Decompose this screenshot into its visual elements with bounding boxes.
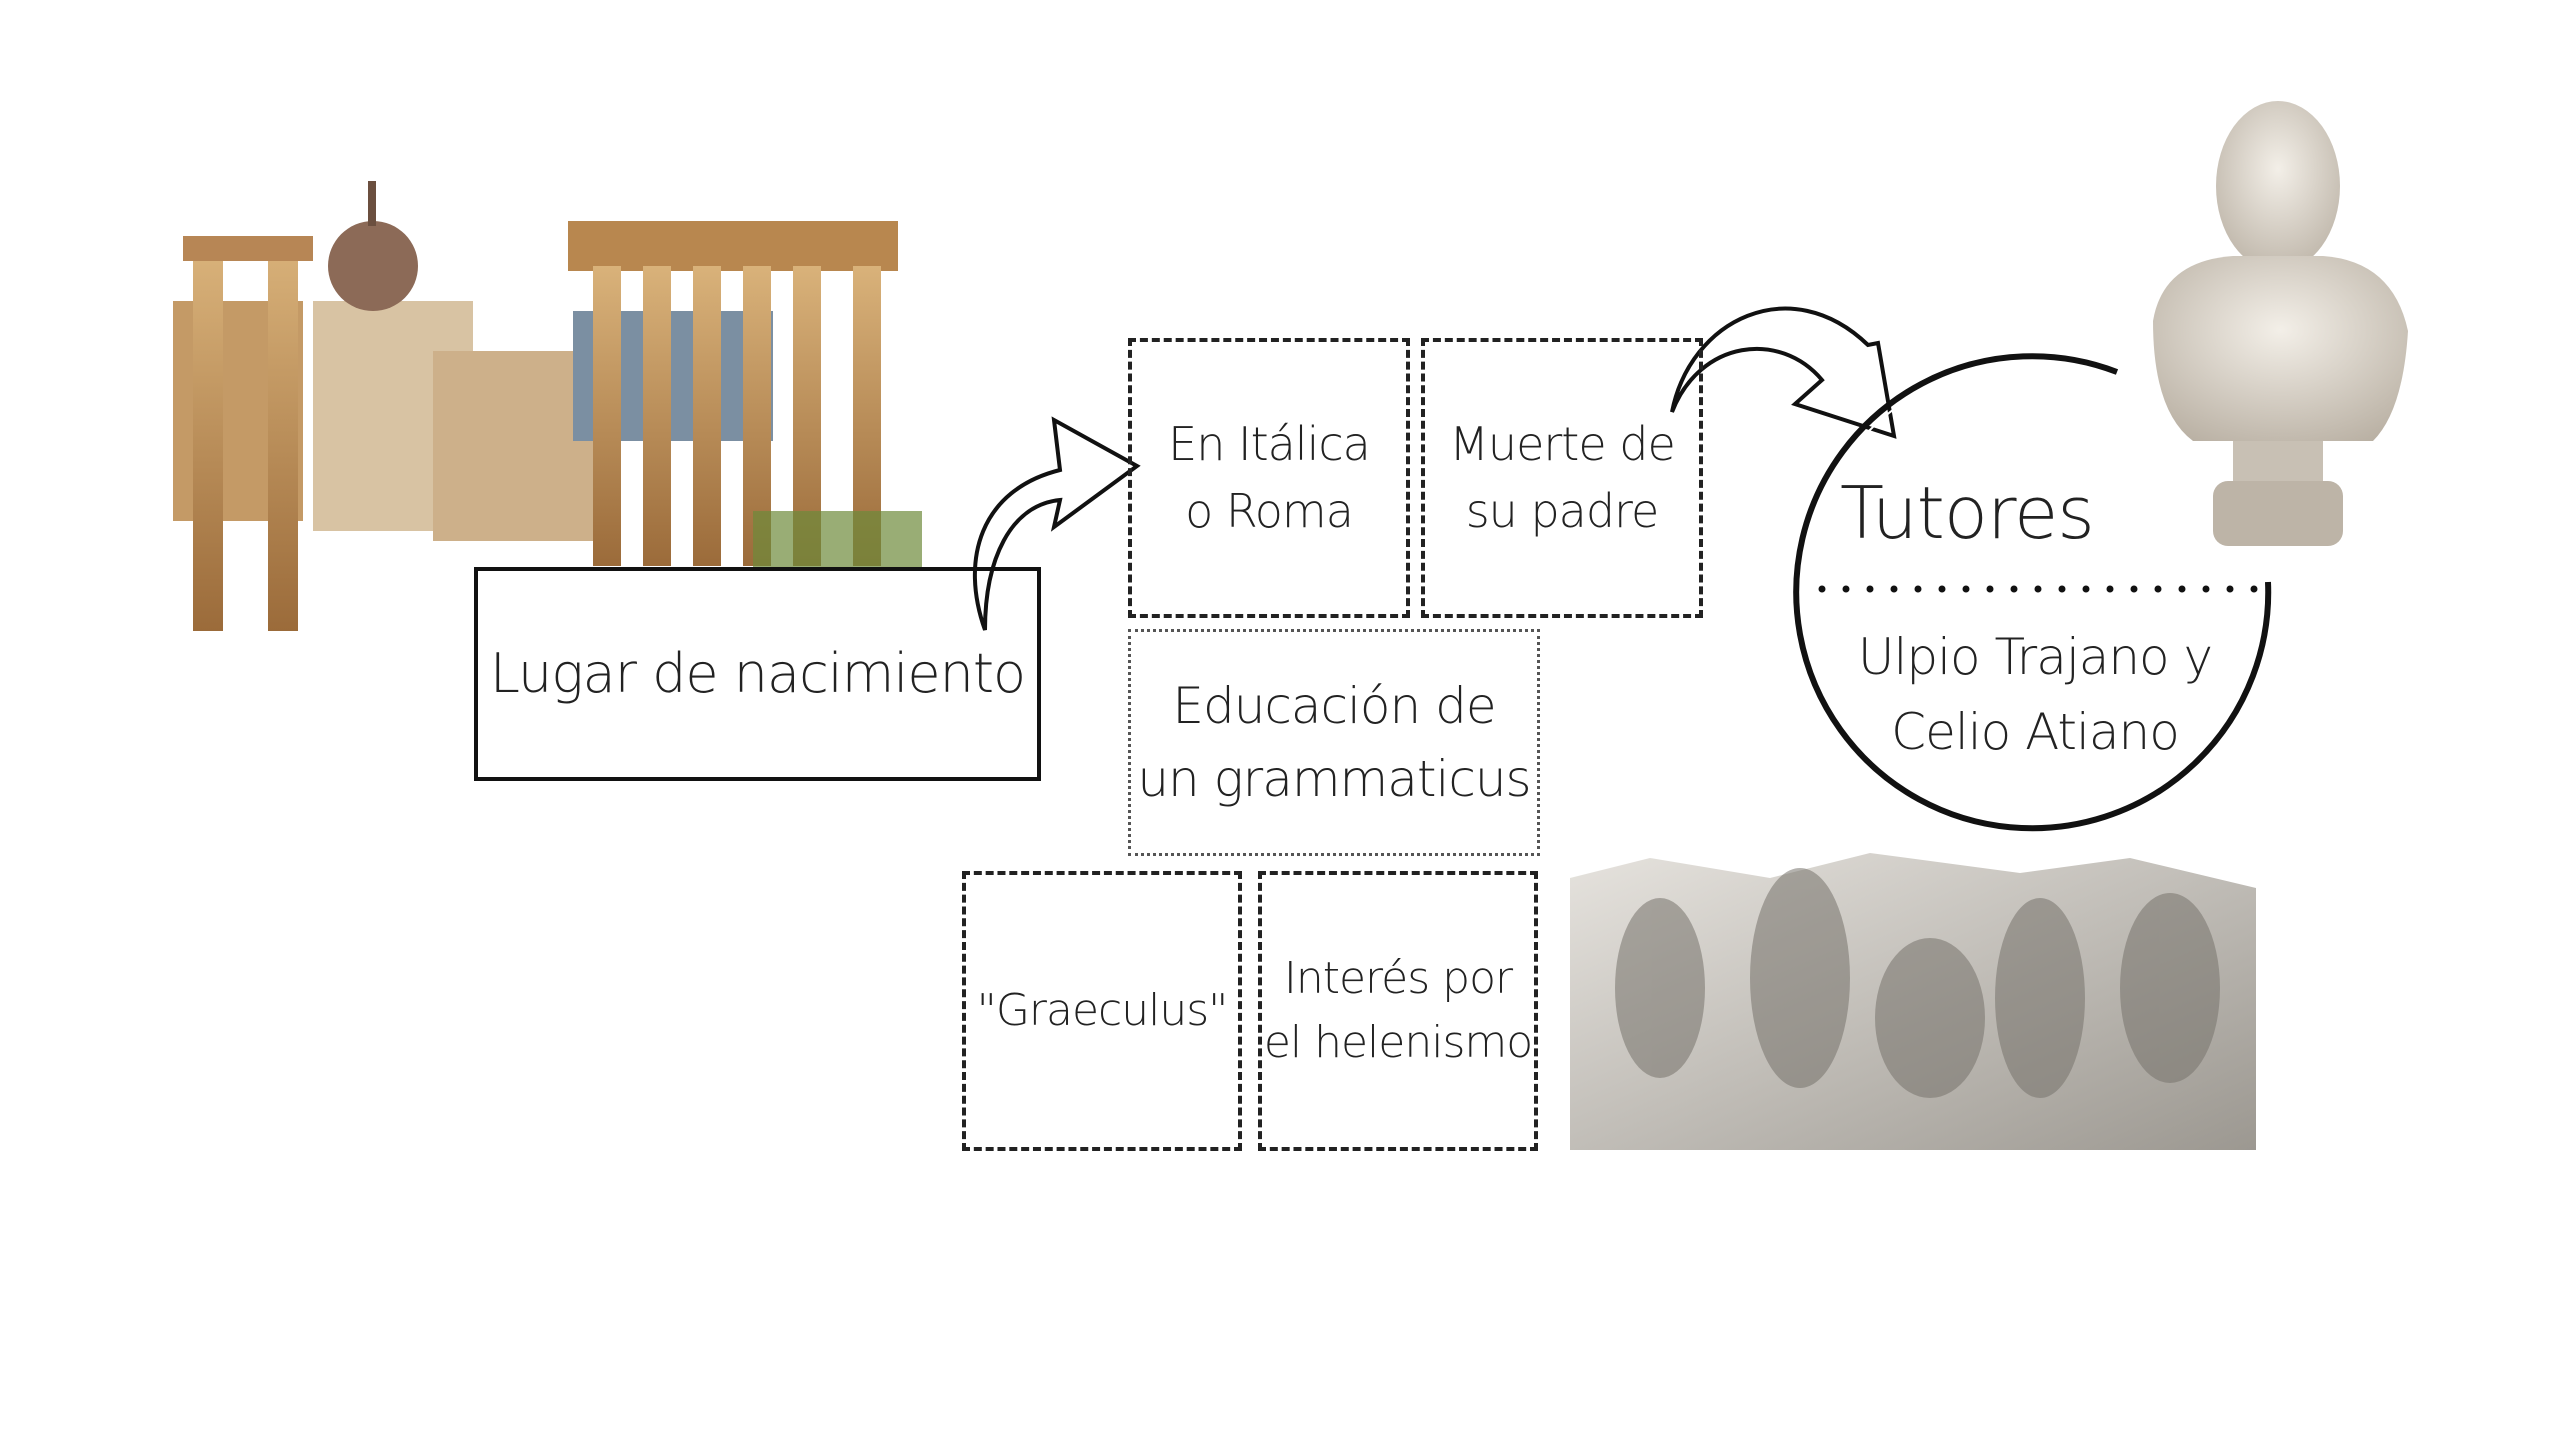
pergamon-relief-image: [1570, 848, 2256, 1150]
birthplace-option-italica: En Itálica o Roma: [1128, 338, 1410, 618]
roman-forum-ruins-image: [173, 181, 922, 642]
education-node: Educación de un grammaticus: [1128, 629, 1540, 856]
option-label: Muerte de su padre: [1449, 417, 1676, 538]
curved-arrow-icon: [972, 416, 1141, 631]
father-death-node: Muerte de su padre: [1421, 338, 1703, 618]
hellenism-node: Interés por el helenismo: [1258, 871, 1538, 1151]
tutors-circle: [1793, 353, 2272, 832]
education-label: Educación de un grammaticus: [1137, 677, 1531, 808]
graeculus-label: "Graeculus": [976, 985, 1229, 1037]
curved-arrow-icon: [1670, 306, 1897, 439]
birthplace-node: Lugar de nacimiento: [474, 567, 1041, 781]
birthplace-label: Lugar de nacimiento: [489, 641, 1026, 705]
graeculus-node: "Graeculus": [962, 871, 1242, 1151]
tutors-names: Ulpio Trajano y Celio Atiano: [1857, 628, 2213, 761]
hellenism-label: Interés por el helenismo: [1263, 953, 1533, 1068]
trajan-bust-image: [2133, 91, 2423, 552]
tutors-title: Tutores: [1840, 471, 2095, 555]
option-label: En Itálica o Roma: [1168, 417, 1371, 538]
